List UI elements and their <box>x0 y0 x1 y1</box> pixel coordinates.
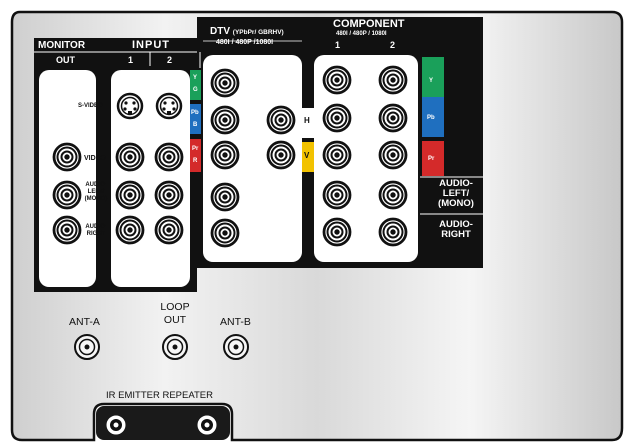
dtv-res: 480I / 480P /1080I <box>216 39 274 46</box>
tag-red-component <box>422 141 444 176</box>
loop-out-label: LOOP OUT <box>150 301 200 327</box>
dtv-format: (YPbPr/ GBRHV) <box>232 29 284 36</box>
dtv-h-jack[interactable] <box>266 105 296 135</box>
tag-text-pb: Pb <box>191 110 199 116</box>
tag-blue-input <box>190 104 201 134</box>
dtv-title-text: DTV <box>210 26 230 37</box>
input2-audio-left-jack[interactable] <box>154 180 184 210</box>
label-audio-right-l1: AUDIO- <box>85 224 107 230</box>
tag-text-r: R <box>193 158 198 164</box>
ant-b-connector[interactable] <box>223 334 249 360</box>
ir-jack-1[interactable] <box>106 415 126 435</box>
tag-text-pr: Pr <box>192 146 199 152</box>
svideo-connector-2[interactable] <box>155 92 183 120</box>
tag-v <box>302 142 314 172</box>
ir-jack-2[interactable] <box>197 415 217 435</box>
comp1-audio-right-jack[interactable] <box>322 217 352 247</box>
component-col-2: 2 <box>390 40 396 50</box>
audio-right-panel-l1: AUDIO- <box>439 219 473 230</box>
input1-audio-right-jack[interactable] <box>115 215 145 245</box>
monitor-audio-left-jack[interactable] <box>52 180 82 210</box>
ir-emitter-label: IR EMITTER REPEATER <box>106 390 213 401</box>
dtv-pr-jack[interactable] <box>210 140 240 170</box>
input2-video-jack[interactable] <box>154 142 184 172</box>
component-tag-y: Y <box>429 78 434 84</box>
ant-a-connector[interactable] <box>74 334 100 360</box>
component-res: 480I / 480P / 1080I <box>336 31 387 37</box>
ant-a-label: ANT-A <box>69 316 100 328</box>
input2-audio-right-jack[interactable] <box>154 215 184 245</box>
comp2-pb-jack[interactable] <box>378 103 408 133</box>
monitor-audio-right-jack[interactable] <box>52 215 82 245</box>
component-col-1: 1 <box>335 40 341 50</box>
label-audio-left-l2: LEFT/ <box>87 188 105 195</box>
comp1-audio-left-jack[interactable] <box>322 180 352 210</box>
label-audio-right-l2: RIGHT <box>86 231 106 238</box>
audio-right-panel-label: AUDIO- RIGHT <box>429 219 483 241</box>
dtv-pb-jack[interactable] <box>210 105 240 135</box>
label-audio-left-l1: AUDIO- <box>85 182 107 188</box>
loop-out-l1: LOOP <box>160 301 190 313</box>
monitor-out-sub: OUT <box>56 55 75 65</box>
audio-left-panel-l3: (MONO) <box>438 197 474 209</box>
component-tag-pr: Pr <box>428 156 435 162</box>
dtv-y-jack[interactable] <box>210 68 240 98</box>
label-video: VIDEO <box>84 155 106 162</box>
tag-blue-component <box>422 97 444 137</box>
comp2-audio-left-jack[interactable] <box>378 180 408 210</box>
component-tag-pb: Pb <box>427 115 435 121</box>
monitor-out-title: MONITOR <box>38 40 86 51</box>
input1-audio-left-jack[interactable] <box>115 180 145 210</box>
comp1-pb-jack[interactable] <box>322 103 352 133</box>
audio-right-panel-l2: RIGHT <box>441 229 471 241</box>
dtv-audio-right-jack[interactable] <box>210 218 240 248</box>
tag-text-y: Y <box>193 75 198 81</box>
dtv-title: DTV (YPbPr/ GBRHV) <box>210 27 284 37</box>
label-audio-left: AUDIO- LEFT/ (MONO) <box>83 182 109 203</box>
tag-text-b: B <box>193 122 198 128</box>
audio-left-panel-l2: LEFT/ <box>442 187 470 199</box>
monitor-video-jack[interactable] <box>52 142 82 172</box>
rca-jacks <box>52 65 408 248</box>
comp2-pr-jack[interactable] <box>378 140 408 170</box>
label-svideo: S-VIDEO <box>78 103 103 109</box>
svideo-connector-1[interactable] <box>116 92 144 120</box>
comp1-pr-jack[interactable] <box>322 140 352 170</box>
input-col-1: 1 <box>128 55 134 65</box>
dtv-h: H <box>304 116 310 125</box>
ant-b-label: ANT-B <box>220 316 251 328</box>
tag-text-g: G <box>193 87 198 93</box>
dtv-audio-left-jack[interactable] <box>210 182 240 212</box>
input-col-2: 2 <box>167 55 173 65</box>
tag-green-component <box>422 57 444 104</box>
tag-red-input <box>190 139 201 172</box>
input1-video-jack[interactable] <box>115 142 145 172</box>
label-audio-left-l3: (MONO) <box>84 195 108 202</box>
tag-green-input <box>190 70 201 100</box>
loop-out-l2: OUT <box>163 314 187 327</box>
component-title: COMPONENT <box>333 18 405 30</box>
tag-h <box>302 108 314 138</box>
comp2-audio-right-jack[interactable] <box>378 217 408 247</box>
ir-bar <box>96 406 230 440</box>
input-title: INPUT <box>132 39 170 51</box>
loop-out-connector[interactable] <box>162 334 188 360</box>
comp2-y-jack[interactable] <box>378 65 408 95</box>
audio-left-panel-label: AUDIO- LEFT/ (MONO) <box>429 179 483 209</box>
comp1-y-jack[interactable] <box>322 65 352 95</box>
label-audio-right: AUDIO- RIGHT <box>83 224 109 238</box>
audio-left-panel-l1: AUDIO- <box>439 178 473 189</box>
dtv-v-jack[interactable] <box>266 140 296 170</box>
dtv-v: V <box>304 151 310 160</box>
